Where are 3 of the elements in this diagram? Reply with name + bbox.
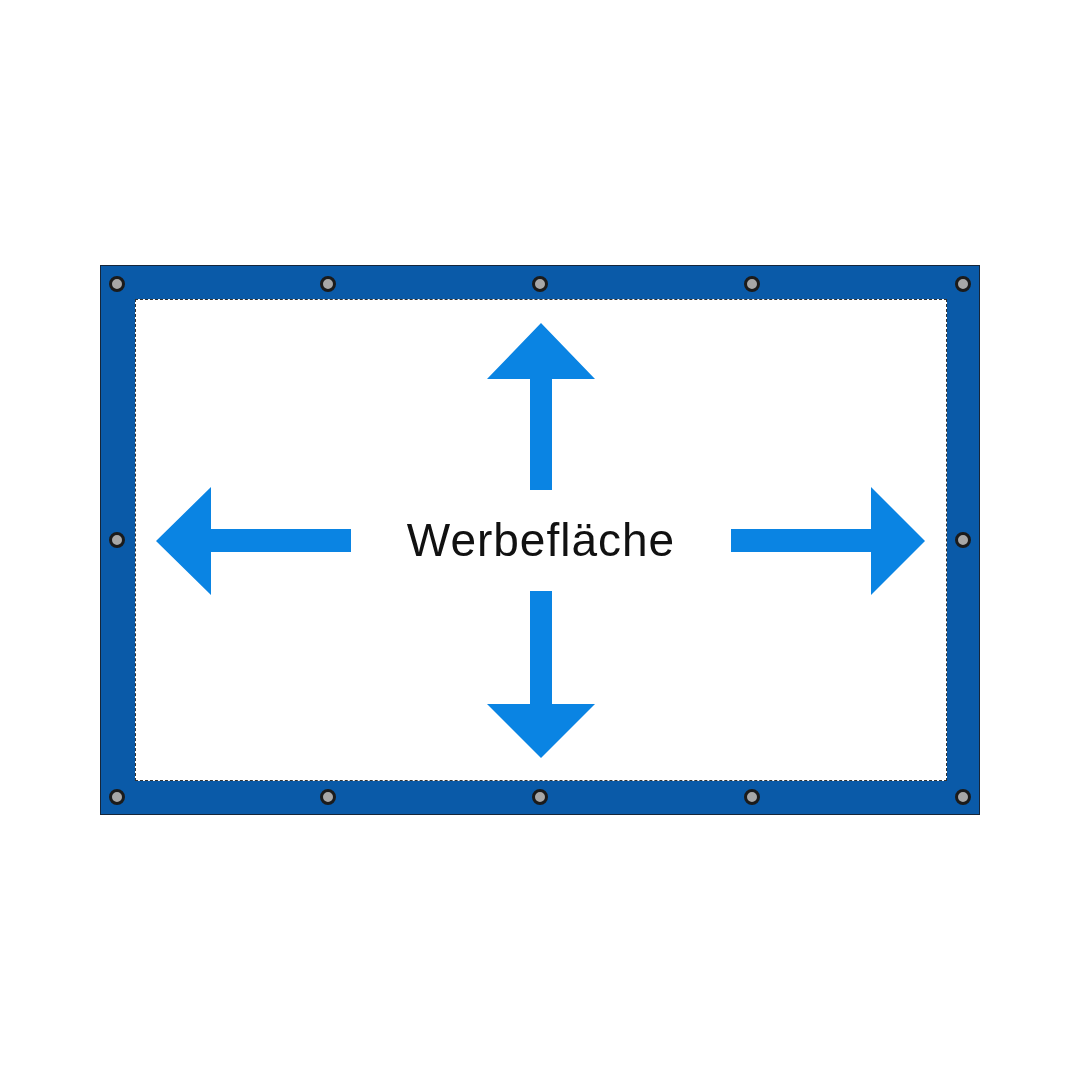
print-area xyxy=(135,299,947,781)
banner xyxy=(100,265,980,815)
area-label: Werbefläche xyxy=(406,513,676,567)
